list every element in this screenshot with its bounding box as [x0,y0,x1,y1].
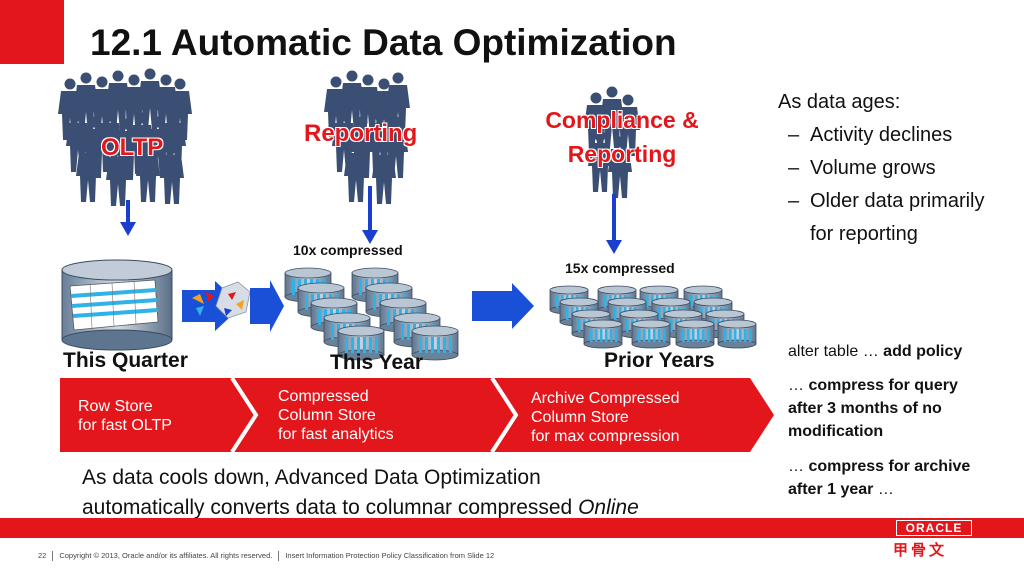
archive-store-desc: Archive Compressed Column Store for max … [531,389,680,446]
bullet-item: –Older data primarily [778,185,985,218]
down-arrow-icon [120,200,136,236]
tier-this-quarter: This Quarter [63,349,188,372]
archive-store-line3: for max compression [531,428,680,445]
sql-keyword: modification [788,423,884,440]
summary-line1: As data cools down, Advanced Data Optimi… [82,466,541,489]
bullets-heading: As data ages: [778,91,901,113]
column-store-line2: Column Store [278,407,376,424]
sql-text: … [877,481,894,498]
down-arrow-icon [362,186,378,244]
compliance-label-line2: Reporting [567,141,677,167]
page-number: 22 [38,551,47,560]
sql-keyword: after 1 year [788,481,874,498]
oltp-label: OLTP [101,134,164,161]
reporting-label: Reporting [304,120,418,147]
arrow-icon [472,283,534,329]
compliance-label: Compliance & Reporting [520,103,724,171]
compliance-label-line1: Compliance & [545,107,699,133]
sql-text: alter table … [788,343,879,360]
sql-text: … [788,377,804,394]
conversion-icon [182,280,284,332]
chevron-row-store [60,378,256,452]
sql-add-policy: alter table … add policy [788,340,962,363]
summary-line2-italic: Online [578,496,639,519]
slide-footer: 22 Copyright © 2013, Oracle and/or its af… [38,551,495,562]
oracle-logo: ORACLE [896,520,972,536]
sql-text: … [788,458,804,475]
slide-title: 12.1 Automatic Data Optimization [90,22,677,63]
column-store-line1: Compressed [278,388,369,405]
footer-red-bar [0,518,1024,538]
tier-prior-years: Prior Years [604,349,715,372]
prior-years-compression: 15x compressed [565,260,675,276]
copyright-text: Copyright © 2013, Oracle and/or its affi… [59,551,273,560]
dash: – [788,157,800,179]
summary-line2: automatically converts data to columnar … [82,493,639,523]
bullet-item: –Activity declines [778,119,985,152]
tier-this-year: This Year [330,351,424,374]
sql-keyword: compress for archive [808,458,971,475]
column-store-desc: Compressed Column Store for fast analyti… [278,387,394,444]
dash: – [788,190,800,212]
dash: – [788,124,800,146]
footer-divider [52,551,54,562]
row-store-desc: Row Store for fast OLTP [78,397,172,435]
footer-divider [278,551,280,562]
compressed-column-store-icon [284,267,459,361]
sql-keyword: add policy [883,343,963,360]
row-store-database-icon [61,259,173,351]
sql-compress-archive: … compress for archive after 1 year … [788,455,970,501]
bullet-item: –Volume grows [778,152,985,185]
oracle-cn-logo: 甲骨文 [893,542,948,559]
row-store-line2: for fast OLTP [78,417,172,434]
archive-store-line1: Archive Compressed [531,390,680,407]
archive-store-line2: Column Store [531,409,629,426]
chevron-archive-store [488,378,774,452]
row-store-line1: Row Store [78,398,153,415]
sql-keyword: compress for query [808,377,958,394]
bullet-text: Older data primarily [810,190,985,212]
bullet-continuation: for reporting [810,223,918,245]
data-ages-bullets: As data ages: –Activity declines –Volume… [778,86,985,251]
sql-keyword: after 3 months of no [788,400,942,417]
this-year-compression: 10x compressed [293,242,403,258]
bullet-text: Volume grows [810,157,936,179]
classification-note: Insert Information Protection Policy Cla… [285,551,495,560]
summary-text: As data cools down, Advanced Data Optimi… [82,463,639,523]
corner-accent [0,0,64,64]
summary-line2-text: automatically converts data to columnar … [82,496,573,519]
sql-compress-query: … compress for query after 3 months of n… [788,374,958,443]
down-arrow-icon [606,194,622,254]
bullet-text: Activity declines [810,124,953,146]
archive-column-store-icon [549,285,757,349]
column-store-line3: for fast analytics [278,426,394,443]
chevron-column-store [228,378,516,452]
